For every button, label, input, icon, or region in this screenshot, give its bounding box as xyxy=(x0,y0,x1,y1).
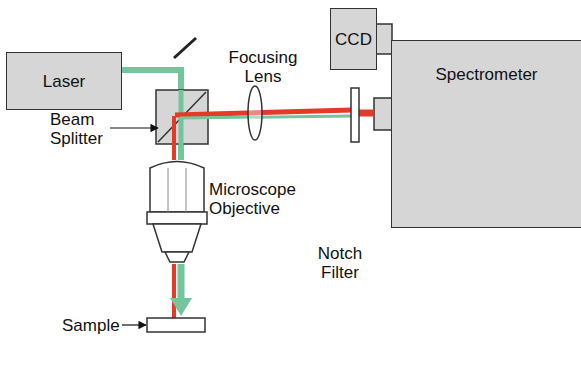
objective-body xyxy=(150,162,204,213)
objective-tip xyxy=(165,252,189,262)
part-label: Microscope Objective xyxy=(209,180,319,218)
laser-arrowhead xyxy=(170,298,192,316)
leader-arrow xyxy=(122,324,146,325)
raman-beam xyxy=(358,110,374,117)
sample-slab xyxy=(147,318,205,332)
objective-detail xyxy=(168,168,186,212)
objective-nose xyxy=(153,224,201,252)
entrance-slit xyxy=(374,98,392,130)
laser-beam xyxy=(178,264,185,300)
component-name: Laser xyxy=(43,72,86,91)
raman-beam xyxy=(175,110,352,115)
component-name: Spectrometer xyxy=(435,65,537,84)
raman-beam xyxy=(172,116,176,160)
ccd-mount xyxy=(376,24,392,54)
scattered-laser xyxy=(180,116,352,118)
laser-beam xyxy=(179,90,184,160)
part-label: Notch Filter xyxy=(305,244,375,282)
component-name: CCD xyxy=(335,30,372,49)
component-box: CCD xyxy=(330,8,377,70)
raman-beam xyxy=(172,264,176,318)
laser-beam xyxy=(122,67,182,73)
component-box: Spectrometer xyxy=(391,40,581,228)
mirror xyxy=(174,38,196,58)
objective-ring xyxy=(147,212,207,224)
component-box: Laser xyxy=(6,52,122,110)
notch-filter xyxy=(351,88,359,142)
part-label: Focusing Lens xyxy=(222,48,304,86)
focusing-lens xyxy=(248,86,262,140)
part-label: Sample xyxy=(62,316,122,335)
leader-arrow xyxy=(110,127,158,128)
part-label: Beam Splitter xyxy=(50,110,108,148)
